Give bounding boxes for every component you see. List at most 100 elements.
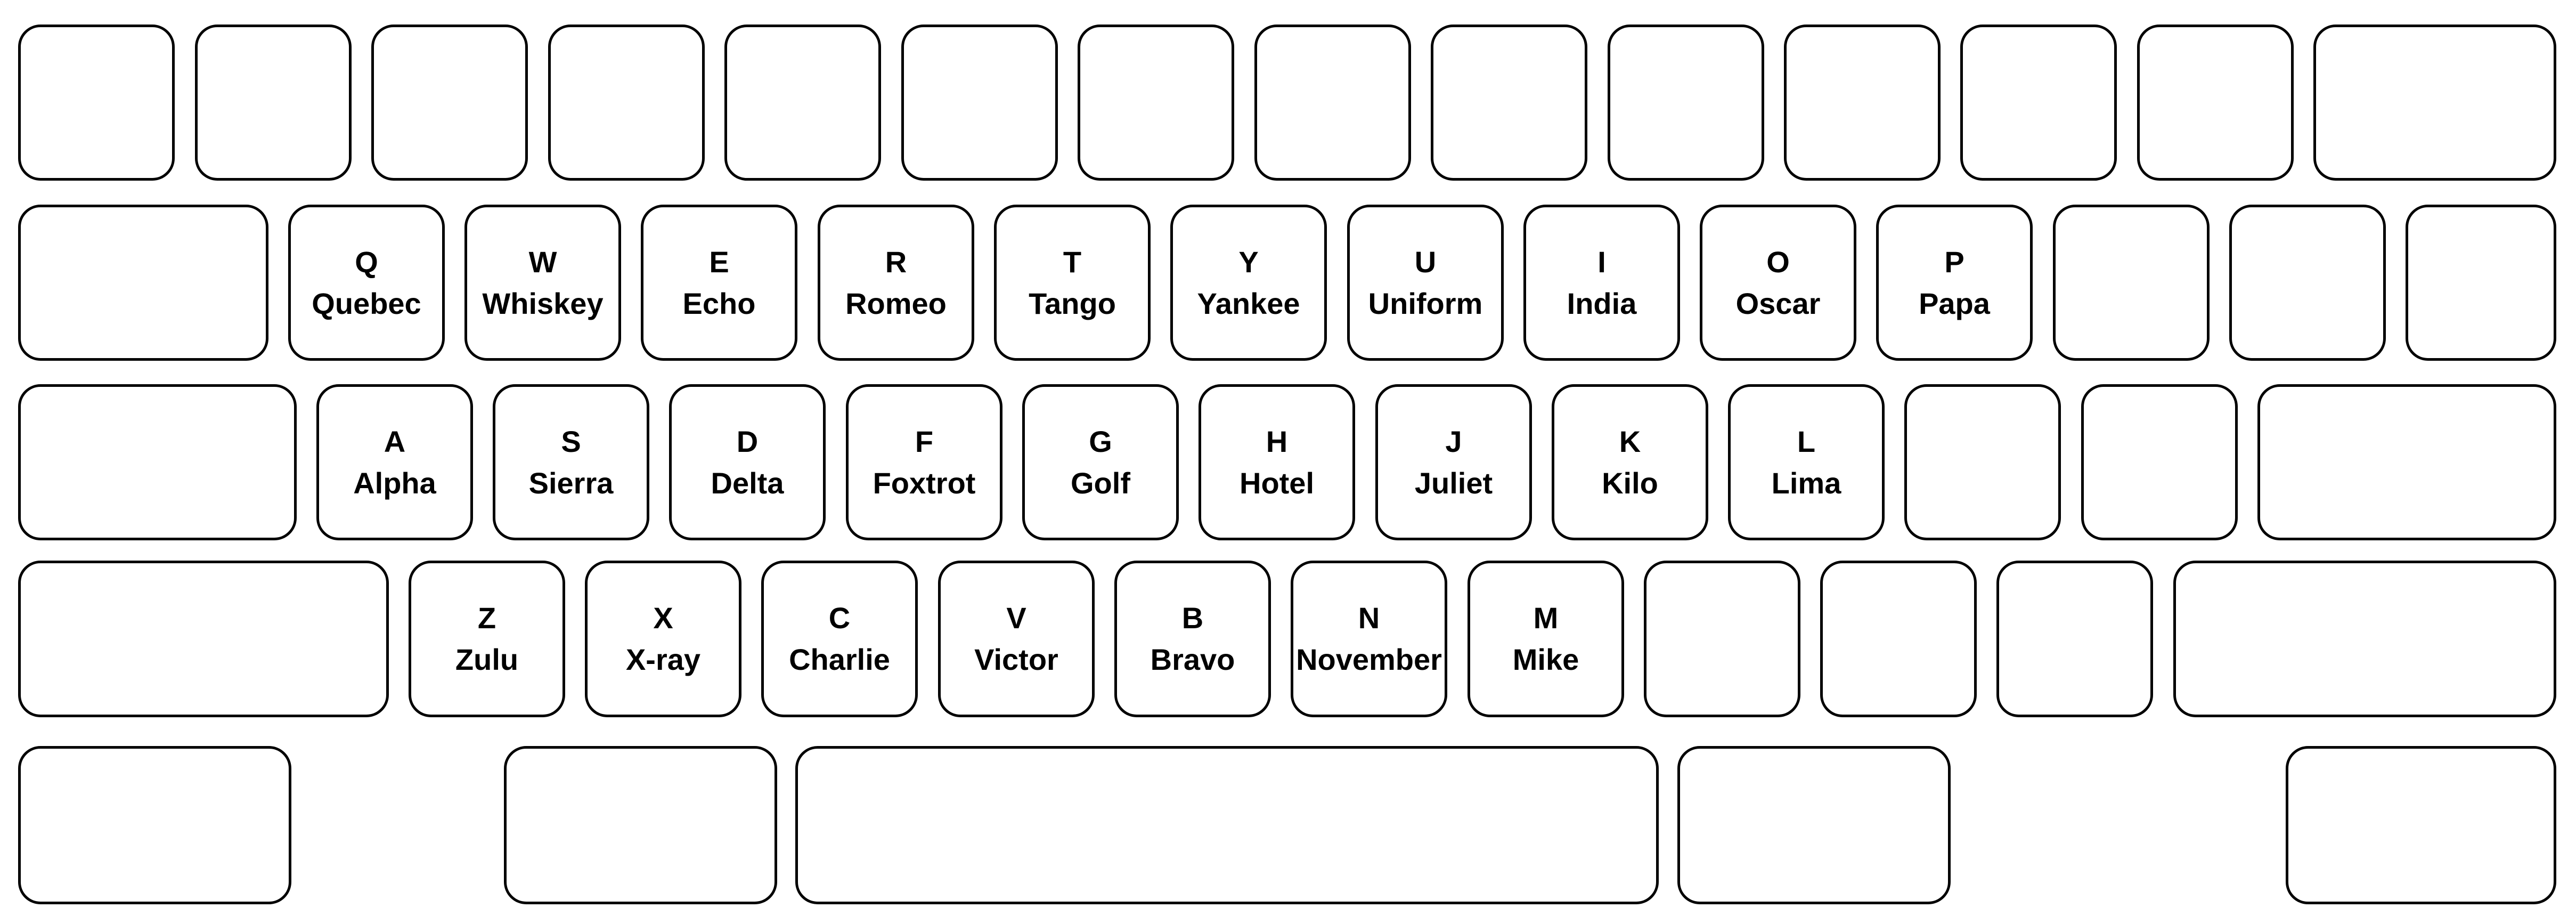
key-blank-top-13[interactable] — [2229, 205, 2386, 361]
key-letter: H — [1266, 424, 1288, 458]
key-letter: X — [653, 601, 673, 635]
key-letter: V — [1006, 601, 1026, 635]
key-x-ray[interactable]: X X-ray — [585, 561, 741, 717]
key-blank-top-12[interactable] — [2053, 205, 2210, 361]
key-word: November — [1296, 643, 1442, 676]
key-letter: R — [885, 245, 907, 279]
key-alpha[interactable]: A Alpha — [316, 384, 473, 540]
key-word: Whiskey — [482, 286, 604, 320]
key-word: Uniform — [1368, 286, 1483, 320]
key-blank-space-5[interactable] — [2286, 746, 2556, 904]
key-letter: K — [1619, 424, 1641, 458]
key-blank-home-11[interactable] — [1904, 384, 2061, 540]
key-blank-number-2[interactable] — [195, 25, 352, 181]
key-blank-space-1[interactable] — [18, 746, 291, 904]
key-blank-bottom-10[interactable] — [1820, 561, 1977, 717]
key-word: Oscar — [1735, 286, 1821, 320]
key-blank-top-1[interactable] — [18, 205, 268, 361]
key-blank-bottom-1[interactable] — [18, 561, 389, 717]
key-victor[interactable]: V Victor — [938, 561, 1095, 717]
key-word: Tango — [1029, 286, 1116, 320]
key-november[interactable]: N November — [1291, 561, 1447, 717]
key-blank-number-3[interactable] — [371, 25, 528, 181]
key-blank-number-10[interactable] — [1608, 25, 1764, 181]
key-blank-number-8[interactable] — [1254, 25, 1411, 181]
key-blank-number-11[interactable] — [1784, 25, 1941, 181]
key-word: Mike — [1512, 643, 1579, 676]
key-letter: U — [1414, 245, 1437, 279]
key-word: Delta — [711, 466, 784, 500]
key-letter: N — [1358, 601, 1380, 635]
key-letter: D — [736, 424, 759, 458]
key-blank-number-14[interactable] — [2313, 25, 2556, 181]
key-blank-number-13[interactable] — [2137, 25, 2294, 181]
key-letter: J — [1445, 424, 1462, 458]
key-word: X-ray — [625, 643, 701, 676]
key-word: Kilo — [1602, 466, 1658, 500]
key-kilo[interactable]: K Kilo — [1552, 384, 1708, 540]
key-letter: C — [828, 601, 851, 635]
key-blank-bottom-12[interactable] — [2173, 561, 2556, 717]
key-juliet[interactable]: J Juliet — [1375, 384, 1532, 540]
key-letter: G — [1089, 424, 1112, 458]
key-echo[interactable]: E Echo — [641, 205, 797, 361]
key-word: Alpha — [353, 466, 436, 500]
key-zulu[interactable]: Z Zulu — [409, 561, 565, 717]
key-blank-number-6[interactable] — [901, 25, 1058, 181]
key-blank-home-12[interactable] — [2081, 384, 2238, 540]
key-blank-number-5[interactable] — [724, 25, 881, 181]
key-blank-number-12[interactable] — [1960, 25, 2117, 181]
key-letter: T — [1063, 245, 1082, 279]
key-golf[interactable]: G Golf — [1022, 384, 1179, 540]
key-blank-number-1[interactable] — [18, 25, 175, 181]
key-letter: F — [915, 424, 934, 458]
key-blank-top-14[interactable] — [2406, 205, 2556, 361]
key-letter: B — [1181, 601, 1204, 635]
key-blank-number-7[interactable] — [1078, 25, 1234, 181]
key-blank-space-4[interactable] — [1677, 746, 1951, 904]
key-letter: Y — [1238, 245, 1259, 279]
key-letter: Z — [477, 601, 496, 635]
key-charlie[interactable]: C Charlie — [761, 561, 918, 717]
key-blank-home-1[interactable] — [18, 384, 297, 540]
key-word: Zulu — [455, 643, 519, 676]
key-papa[interactable]: P Papa — [1876, 205, 2033, 361]
key-blank-space-2[interactable] — [504, 746, 777, 904]
key-whiskey[interactable]: W Whiskey — [464, 205, 621, 361]
key-letter: P — [1944, 245, 1964, 279]
key-word: Victor — [974, 643, 1058, 676]
key-letter: A — [384, 424, 406, 458]
key-word: India — [1567, 286, 1637, 320]
key-letter: Q — [355, 245, 378, 279]
key-blank-bottom-11[interactable] — [1996, 561, 2153, 717]
key-letter: E — [709, 245, 729, 279]
key-word: Hotel — [1240, 466, 1314, 500]
key-blank-number-9[interactable] — [1431, 25, 1587, 181]
key-hotel[interactable]: H Hotel — [1199, 384, 1355, 540]
key-blank-home-13[interactable] — [2257, 384, 2556, 540]
key-blank-bottom-9[interactable] — [1644, 561, 1800, 717]
key-word: Juliet — [1414, 466, 1493, 500]
key-blank-space-3[interactable] — [795, 746, 1659, 904]
key-tango[interactable]: T Tango — [994, 205, 1151, 361]
key-delta[interactable]: D Delta — [669, 384, 826, 540]
key-word: Sierra — [528, 466, 614, 500]
key-word: Echo — [682, 286, 756, 320]
key-word: Charlie — [789, 643, 890, 676]
key-letter: L — [1797, 424, 1816, 458]
key-blank-number-4[interactable] — [548, 25, 705, 181]
key-uniform[interactable]: U Uniform — [1347, 205, 1504, 361]
key-letter: W — [528, 245, 557, 279]
key-word: Papa — [1919, 286, 1990, 320]
key-word: Golf — [1071, 466, 1130, 500]
